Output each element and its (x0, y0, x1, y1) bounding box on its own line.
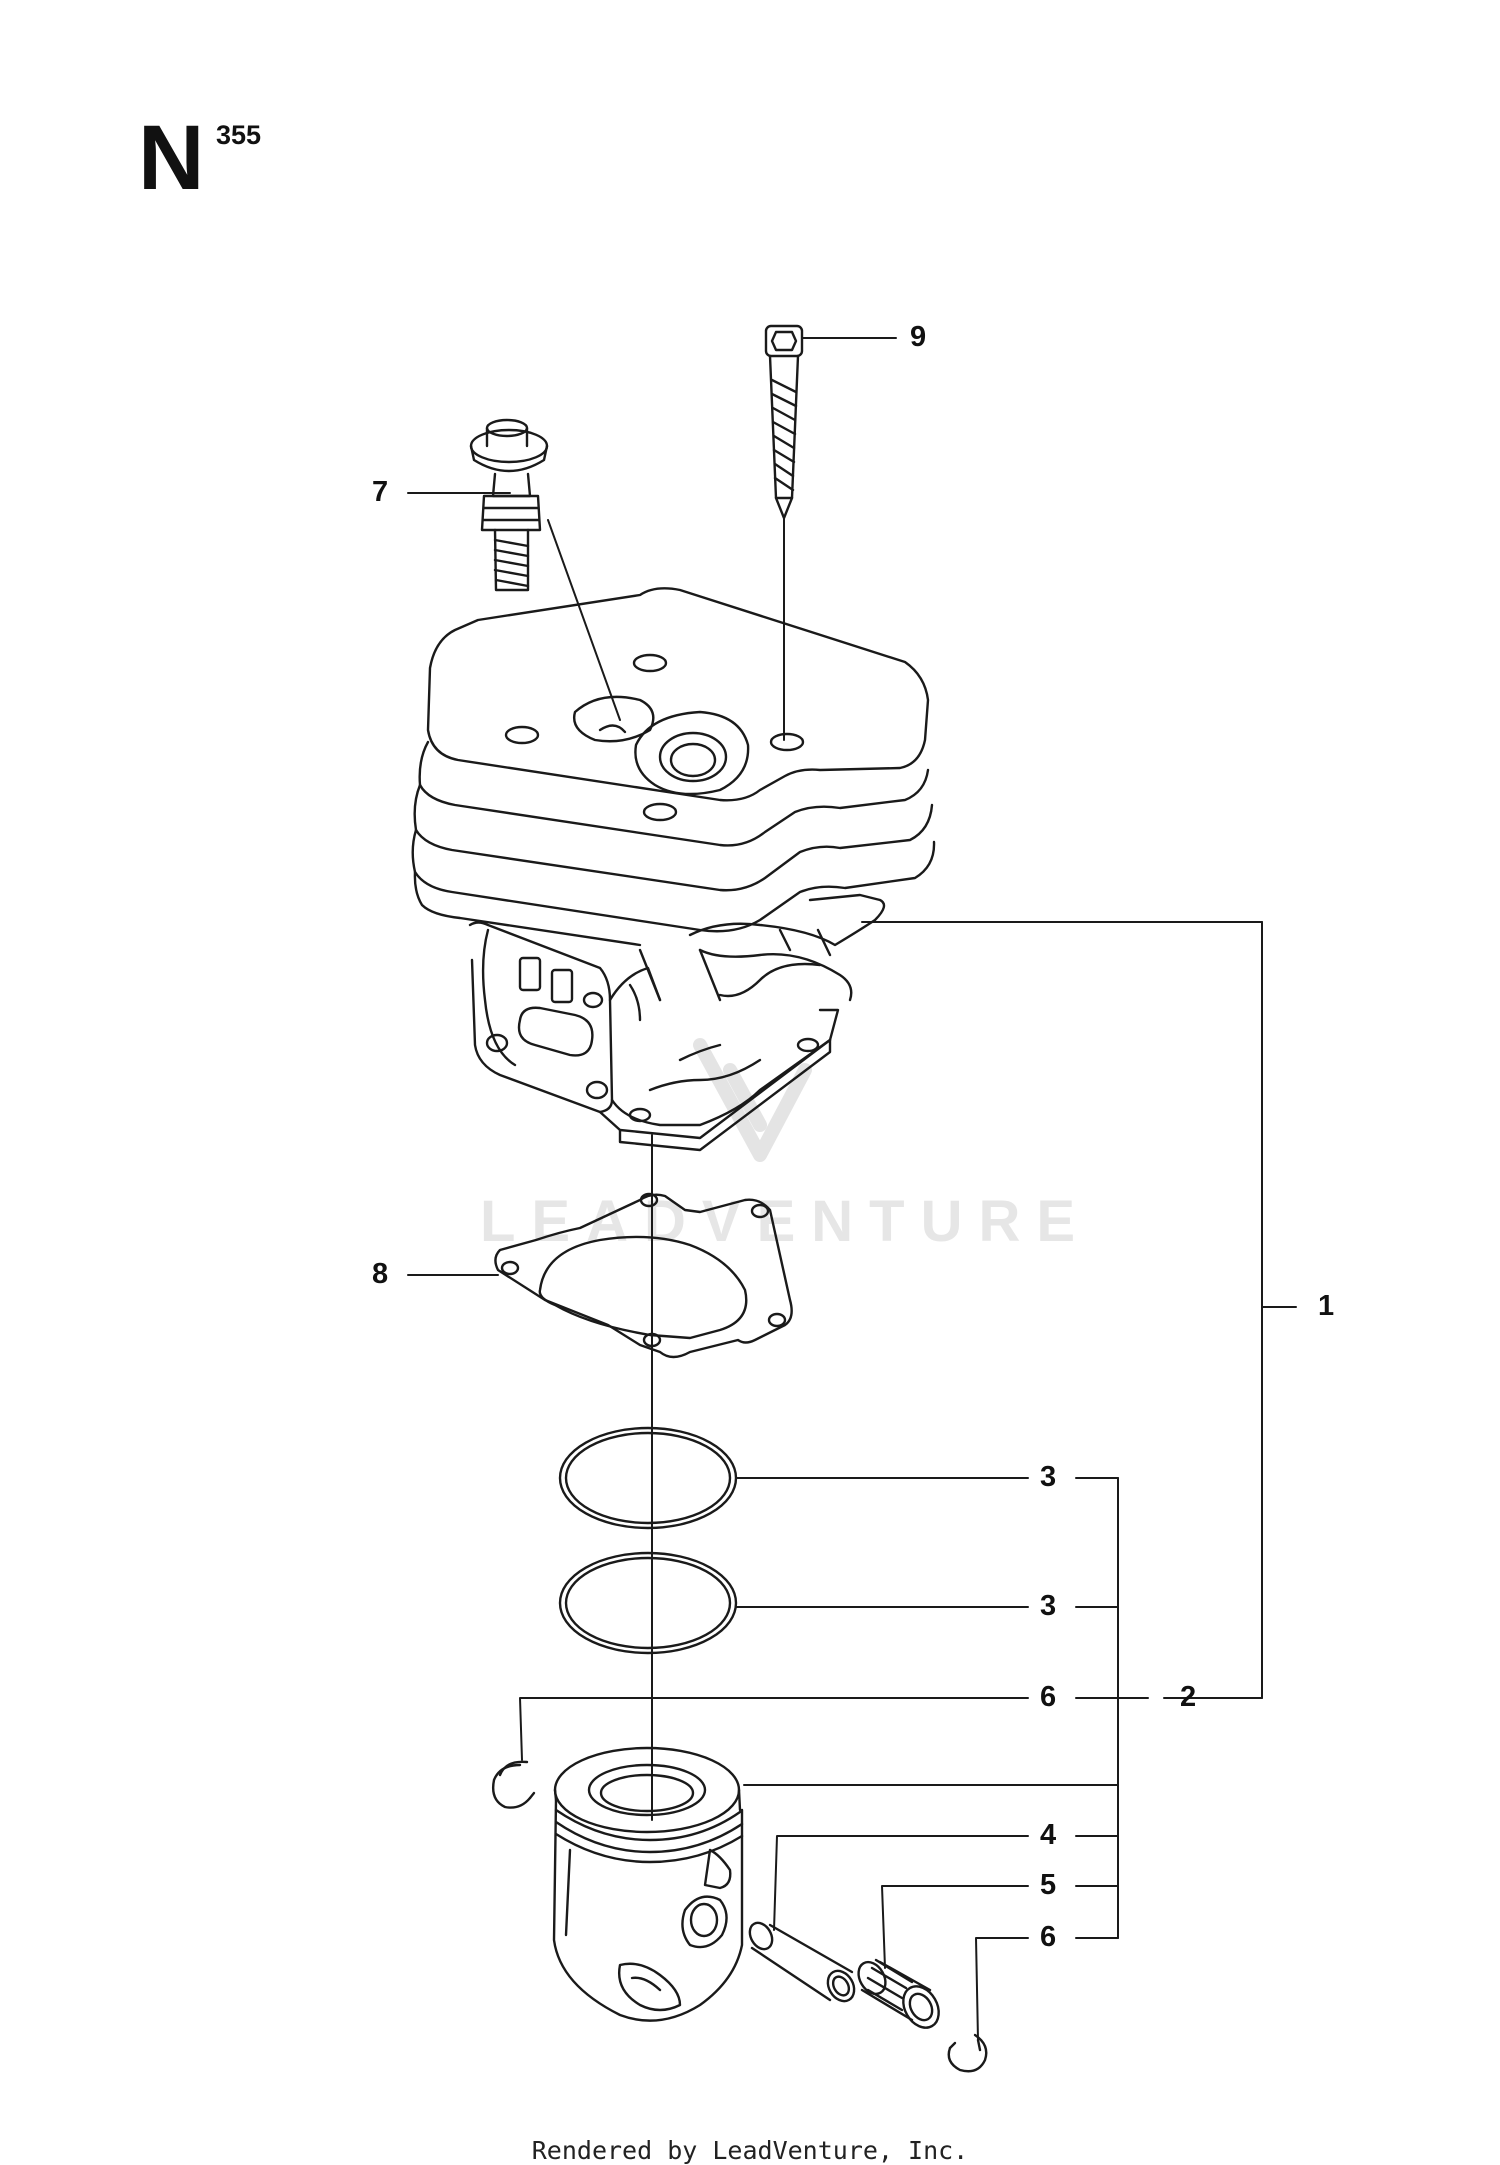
part-7-valve[interactable] (469, 418, 549, 592)
callout-1[interactable]: 1 (1318, 1290, 1335, 1322)
callout-5[interactable]: 5 (1040, 1869, 1057, 1901)
watermark-logo-icon (693, 1038, 812, 1162)
callout-9[interactable]: 9 (910, 321, 927, 353)
leader-lines (407, 337, 1297, 2041)
part-6-circlip-right[interactable] (947, 2033, 988, 2073)
callout-6-lower[interactable]: 6 (1040, 1921, 1057, 1953)
part-3-piston-ring-upper[interactable] (558, 1426, 738, 1530)
part-2-piston[interactable] (552, 1746, 744, 2022)
callout-4[interactable]: 4 (1040, 1819, 1057, 1851)
part-9-screw[interactable] (764, 324, 804, 520)
alignment-lines (547, 517, 785, 1821)
callout-2[interactable]: 2 (1180, 1681, 1197, 1713)
section-code: 355 (216, 120, 262, 150)
part-4-piston-pin[interactable] (745, 1919, 859, 2006)
callout-8[interactable]: 8 (372, 1258, 389, 1290)
part-5-needle-bearing[interactable] (853, 1957, 946, 2034)
part-8-gasket[interactable] (494, 1192, 793, 1359)
section-letter: N (138, 107, 205, 209)
callout-3-lower[interactable]: 3 (1040, 1590, 1057, 1622)
footer-credit: Rendered by LeadVenture, Inc. (531, 2136, 969, 2165)
part-3-piston-ring-lower[interactable] (558, 1551, 738, 1655)
callout-7[interactable]: 7 (372, 476, 389, 508)
part-1-cylinder[interactable] (411, 587, 936, 1152)
part-6-circlip-left[interactable] (491, 1760, 536, 1809)
callout-6-upper[interactable]: 6 (1040, 1681, 1057, 1713)
callout-3-upper[interactable]: 3 (1040, 1461, 1057, 1493)
